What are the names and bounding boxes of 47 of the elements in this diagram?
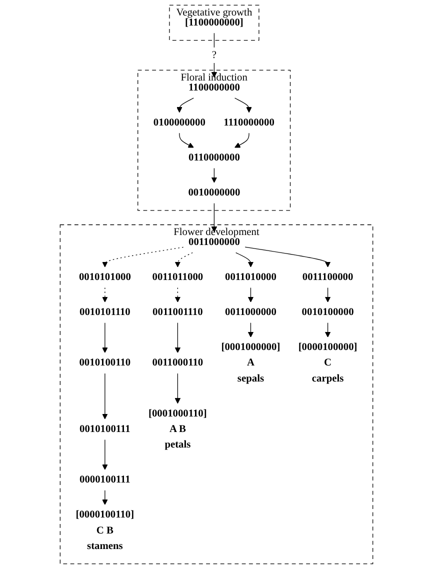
arrow xyxy=(102,322,108,353)
arrow xyxy=(176,98,194,113)
arrow xyxy=(244,246,331,268)
node-text: [0000100000] C carpels xyxy=(298,342,358,384)
arrow xyxy=(211,202,218,232)
node-text: 0011000000 xyxy=(225,306,276,318)
node-text: 1100000000 xyxy=(188,82,240,93)
arrow xyxy=(248,287,254,302)
arrow xyxy=(174,287,181,302)
arrow xyxy=(236,252,254,268)
node-text: 0010000000 xyxy=(188,187,240,198)
arrow xyxy=(102,287,108,302)
arrow xyxy=(174,373,181,404)
arrow xyxy=(102,439,108,470)
arrow xyxy=(179,132,194,148)
node-text: 0110000000 xyxy=(188,152,240,164)
node-text: 0011001110 xyxy=(152,306,203,318)
node-text: 1110000000 xyxy=(224,116,274,128)
arrow xyxy=(174,252,193,268)
arrow xyxy=(234,132,250,148)
node-text: 0011010000 xyxy=(225,272,276,283)
node-text: [0000100110] C B stamens xyxy=(76,509,134,552)
node-text: [1100000000] xyxy=(185,16,244,28)
node-text: 0100000000 xyxy=(153,116,206,128)
arrow xyxy=(211,168,218,183)
node-text: [0001000110] A B petals xyxy=(148,408,207,450)
arrow xyxy=(102,490,108,505)
node-text: 0010100110 xyxy=(79,357,131,368)
node-text: 0010100000 xyxy=(302,306,354,318)
node-text: 0010100111 xyxy=(80,424,130,435)
arrow xyxy=(102,246,184,268)
arrow xyxy=(102,373,108,420)
node-text: 0011000000 xyxy=(188,236,240,248)
node-text: 0011011000 xyxy=(152,272,204,283)
node-text: 0010101000 xyxy=(78,272,131,283)
arrow xyxy=(211,32,218,78)
arrow xyxy=(234,98,252,113)
node-text: 0010101110 xyxy=(80,306,130,318)
node-text: [0001000000] A sepals xyxy=(221,342,280,384)
edge-label: ? xyxy=(212,49,217,60)
arrow xyxy=(248,322,254,338)
arrow xyxy=(324,287,331,302)
arrow xyxy=(174,322,181,353)
node-text: 0011000110 xyxy=(152,357,204,368)
arrow xyxy=(324,322,331,338)
node-text: 0000100111 xyxy=(80,474,130,486)
node-text: 0011100000 xyxy=(302,272,354,283)
